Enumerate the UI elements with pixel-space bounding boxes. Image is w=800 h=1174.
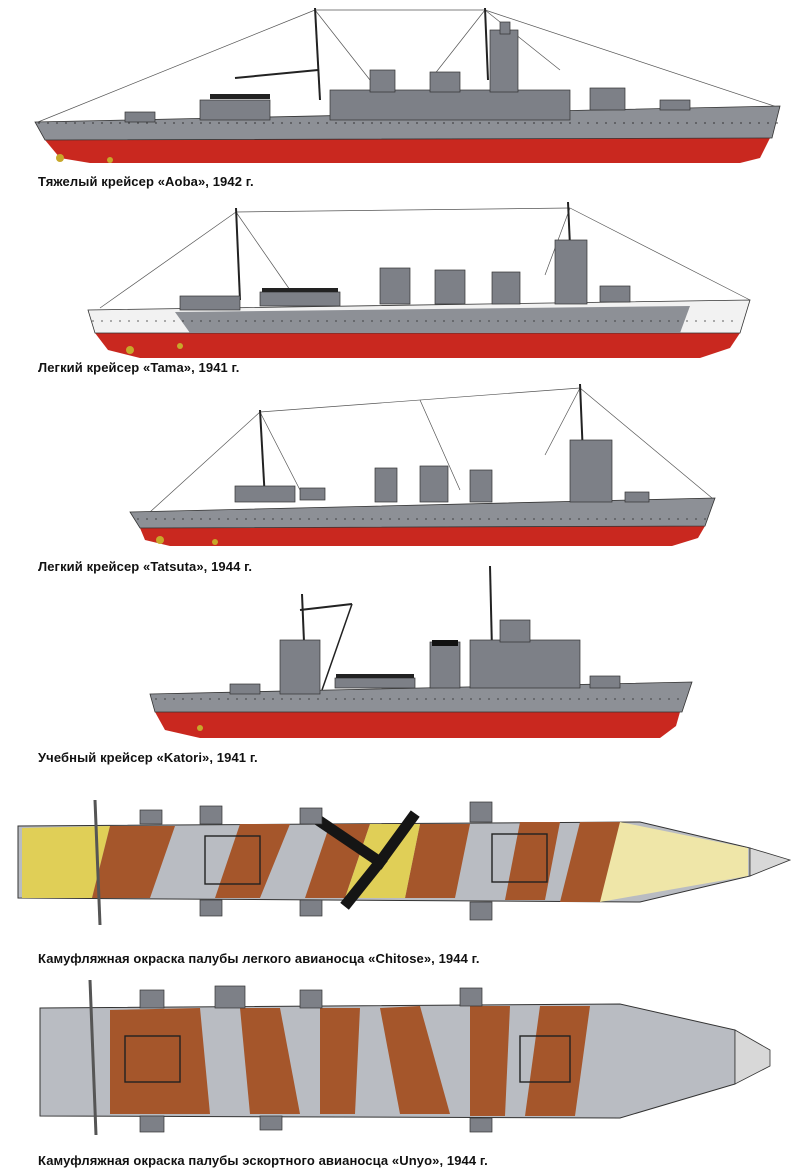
caption-chitose: Камуфляжная окраска палубы легкого авиан… [38, 951, 480, 966]
caption-tama: Легкий крейсер «Tama», 1941 г. [38, 360, 240, 375]
caption-katori: Учебный крейсер «Katori», 1941 г. [38, 750, 258, 765]
ship-profile-tama [87, 201, 751, 358]
ship-profile-katori [149, 565, 693, 738]
caption-tatsuta: Легкий крейсер «Tatsuta», 1944 г. [38, 559, 253, 574]
deck-camouflage-chitose [17, 799, 792, 926]
caption-aoba: Тяжелый крейсер «Aoba», 1942 г. [38, 174, 254, 189]
ship-profile-tatsuta [129, 383, 716, 546]
deck-camouflage-unyo [39, 979, 771, 1136]
caption-unyo: Камуфляжная окраска палубы эскортного ав… [38, 1153, 488, 1168]
ship-profile-aoba [34, 7, 781, 163]
